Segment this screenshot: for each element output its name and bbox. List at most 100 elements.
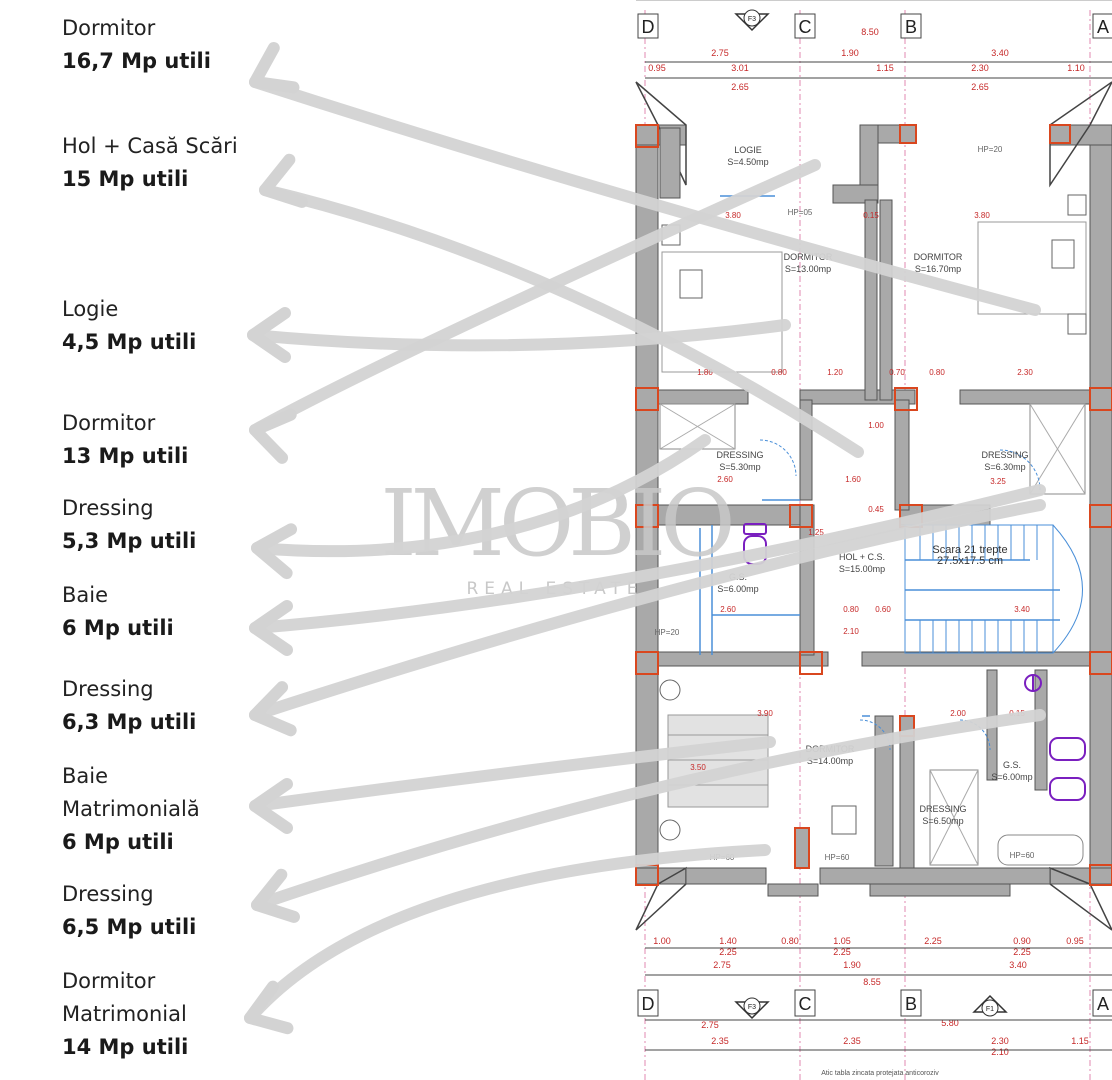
hp-label: HP=60	[825, 853, 850, 862]
wardrobe-icon	[1029, 403, 1086, 495]
watermark-brand: IMOBIO	[380, 470, 731, 577]
interior-dimension: 0.70	[889, 368, 905, 377]
dimension-value: 0.95	[1066, 936, 1084, 946]
room-name-label: LOGIE	[734, 145, 762, 155]
room-area-label: S=15.00mp	[839, 564, 885, 574]
axis-bubble	[794, 13, 816, 39]
wall	[861, 651, 1091, 667]
legend-room-area: 6,5 Mp utili	[62, 915, 197, 939]
stair-dims-label: 27.5x17.5 cm	[937, 555, 1003, 567]
dimension-value: 2.25	[833, 947, 851, 957]
axis-label: A	[1097, 994, 1109, 1014]
legend-item: Dressing 6,3 Mp utili	[62, 673, 196, 739]
dimension-value: 1.40	[719, 936, 737, 946]
interior-dimension: 3.25	[990, 477, 1006, 486]
room-name-label: DORMITOR	[806, 744, 855, 754]
axis-bubble	[794, 989, 816, 1017]
legend-room-name: Baie Matrimonială	[62, 764, 200, 821]
interior-dimension: 1.80	[697, 368, 713, 377]
wall	[899, 504, 991, 526]
legend-room-area: 14 Mp utili	[62, 1035, 189, 1059]
legend-room-name: Baie	[62, 583, 109, 607]
structural-column	[1089, 504, 1112, 528]
chair-icon	[679, 269, 703, 299]
roof-corner	[1049, 81, 1112, 188]
dimension-value: 1.90	[841, 48, 859, 58]
stair-curve	[1052, 524, 1083, 654]
structural-column	[1089, 387, 1112, 411]
section-mark-label: F3	[748, 16, 756, 23]
door-swing	[959, 719, 991, 751]
dimension-value: 1.00	[653, 936, 671, 946]
section-mark-label: F1	[986, 1006, 994, 1013]
wall	[894, 399, 910, 511]
room-area-label: S=5.30mp	[719, 462, 760, 472]
wall	[1034, 669, 1048, 791]
legend-room-name: Hol + Casă Scări	[62, 134, 238, 158]
dimension-value: 2.35	[843, 1036, 861, 1046]
legend-item: Baie Matrimonială 6 Mp utili	[62, 760, 242, 859]
wall	[794, 827, 810, 869]
door-swing	[759, 439, 797, 477]
room-area-label: S=6.30mp	[984, 462, 1025, 472]
section-mark-label: F3	[748, 1004, 756, 1011]
legend-room-area: 13 Mp utili	[62, 444, 189, 468]
legend-item: Dormitor 16,7 Mp utili	[62, 12, 211, 78]
dimension-value: 2.10	[991, 1047, 1009, 1057]
legend-room-name: Dormitor Matrimonial	[62, 969, 187, 1026]
legend-room-area: 16,7 Mp utili	[62, 49, 211, 73]
wall	[767, 883, 819, 897]
toilet-icon	[1049, 737, 1086, 761]
chair-icon	[1051, 239, 1075, 269]
wall	[1049, 867, 1112, 885]
nightstand-icon	[1067, 194, 1087, 216]
hp-label: HP=20	[655, 628, 680, 637]
interior-dimension: 2.10	[843, 627, 859, 636]
structural-column	[894, 387, 918, 411]
dimension-value: 0.95	[648, 63, 666, 73]
dimension-value: 2.75	[711, 48, 729, 58]
legend-room-area: 6 Mp utili	[62, 830, 174, 854]
interior-dimension: 3.40	[1014, 605, 1030, 614]
dimension-value: 1.05	[833, 936, 851, 946]
hp-label: HP=60	[710, 853, 735, 862]
dimension-value: 0.80	[781, 936, 799, 946]
bathtub-icon	[997, 834, 1084, 866]
legend-room-name: Dormitor	[62, 411, 156, 435]
interior-dimension: 0.45	[868, 505, 884, 514]
dimension-value: 8.50	[861, 27, 879, 37]
dimension-value: 2.75	[713, 960, 731, 970]
room-name-label: DRESSING	[981, 450, 1028, 460]
interior-dimension: 1.60	[845, 475, 861, 484]
dimension-value: 1.15	[876, 63, 894, 73]
hp-label: HP=60	[1010, 851, 1035, 860]
room-name-label: HOL + C.S.	[839, 552, 885, 562]
legend-room-name: Dressing	[62, 677, 154, 701]
room-area-label: S=13.00mp	[785, 264, 831, 274]
interior-dimension: 0.80	[843, 605, 859, 614]
legend-room-area: 5,3 Mp utili	[62, 529, 197, 553]
axis-label: C	[799, 994, 812, 1014]
axis-label: B	[905, 17, 917, 37]
dimension-value: 3.01	[731, 63, 749, 73]
legend-room-name: Dormitor	[62, 16, 156, 40]
dimension-value: 2.25	[924, 936, 942, 946]
structural-column	[1089, 864, 1112, 886]
axis-label: B	[905, 994, 917, 1014]
structural-column	[1089, 651, 1112, 675]
interior-dimension: 3.90	[757, 709, 773, 718]
room-name-label: G.S.	[1003, 760, 1021, 770]
watermark-tagline: REAL ESTATE	[466, 579, 643, 599]
legend-room-area: 6,3 Mp utili	[62, 710, 197, 734]
dimension-value: 1.15	[1071, 1036, 1089, 1046]
interior-dimension: 3.50	[690, 763, 706, 772]
axis-bubble	[637, 13, 659, 39]
wall	[659, 127, 681, 199]
room-area-label: S=16.70mp	[915, 264, 961, 274]
section-mark-circle	[981, 999, 999, 1017]
dimension-value: 2.30	[971, 63, 989, 73]
legend-room-name: Dressing	[62, 882, 154, 906]
wall	[819, 867, 1051, 885]
